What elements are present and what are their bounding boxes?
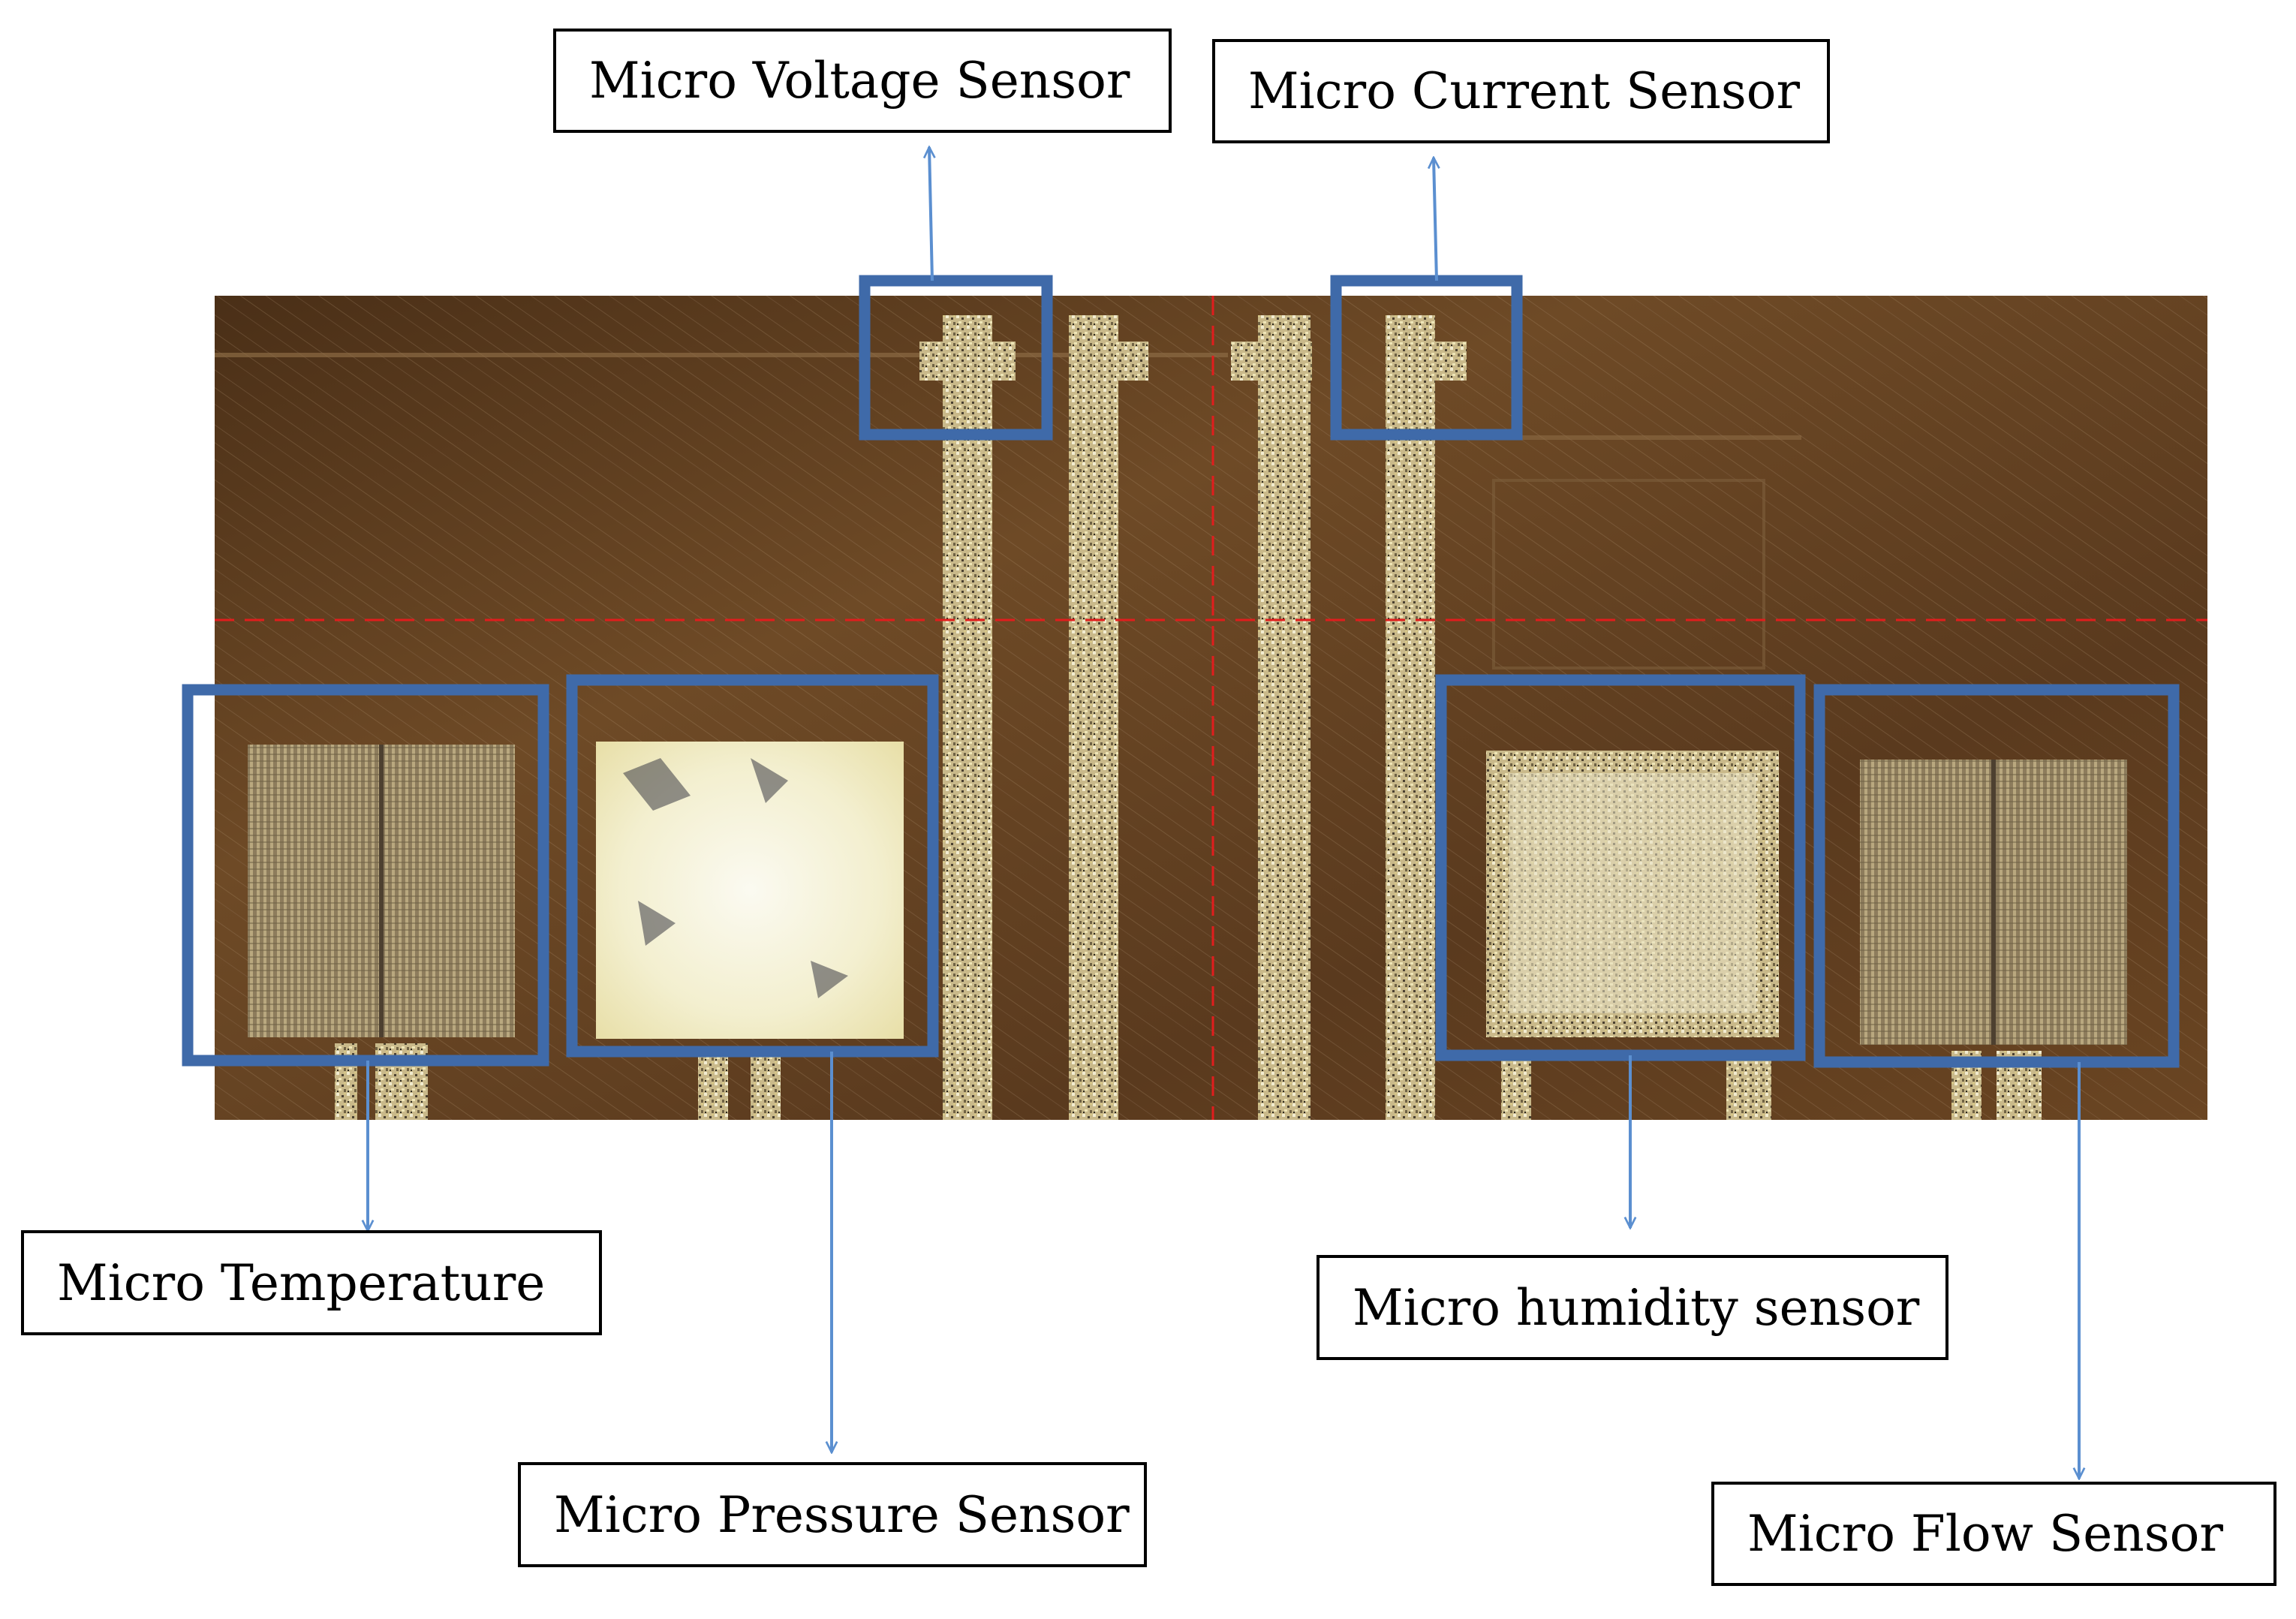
conductive-traces [335,315,2042,1120]
label-flow-text: Micro Flow Sensor [1747,1505,2223,1563]
label-voltage-text: Micro Voltage Sensor [589,52,1130,110]
label-pressure-text: Micro Pressure Sensor [554,1485,1130,1544]
temperature-sensor-frame [182,684,549,1067]
label-humidity-text: Micro humidity sensor [1353,1278,1920,1337]
humidity-sensor-frame [1435,674,1806,1061]
voltage-arrow [929,147,932,281]
highlight-frames [182,275,2180,1068]
label-flow-sensor: Micro Flow Sensor [1711,1482,2276,1586]
label-current-text: Micro Current Sensor [1248,62,1801,120]
current-arrow [1434,158,1437,281]
sensor-pads [248,742,2127,1045]
label-current-sensor: Micro Current Sensor [1212,39,1830,143]
guide-lines [215,296,2207,1120]
label-temperature-text: Micro Temperature [57,1253,546,1312]
flow-sensor-frame [1813,684,2180,1068]
label-voltage-sensor: Micro Voltage Sensor [553,29,1172,133]
current-sensor-frame [1330,275,1523,441]
chip-photo [215,296,2207,1120]
label-pressure-sensor: Micro Pressure Sensor [518,1462,1147,1567]
pointer-arrows [368,147,2079,1479]
pressure-sensor-frame [566,674,939,1058]
label-humidity-sensor: Micro humidity sensor [1317,1255,1948,1360]
voltage-sensor-frame [859,275,1053,441]
label-temperature-sensor: Micro Temperature [21,1230,602,1335]
